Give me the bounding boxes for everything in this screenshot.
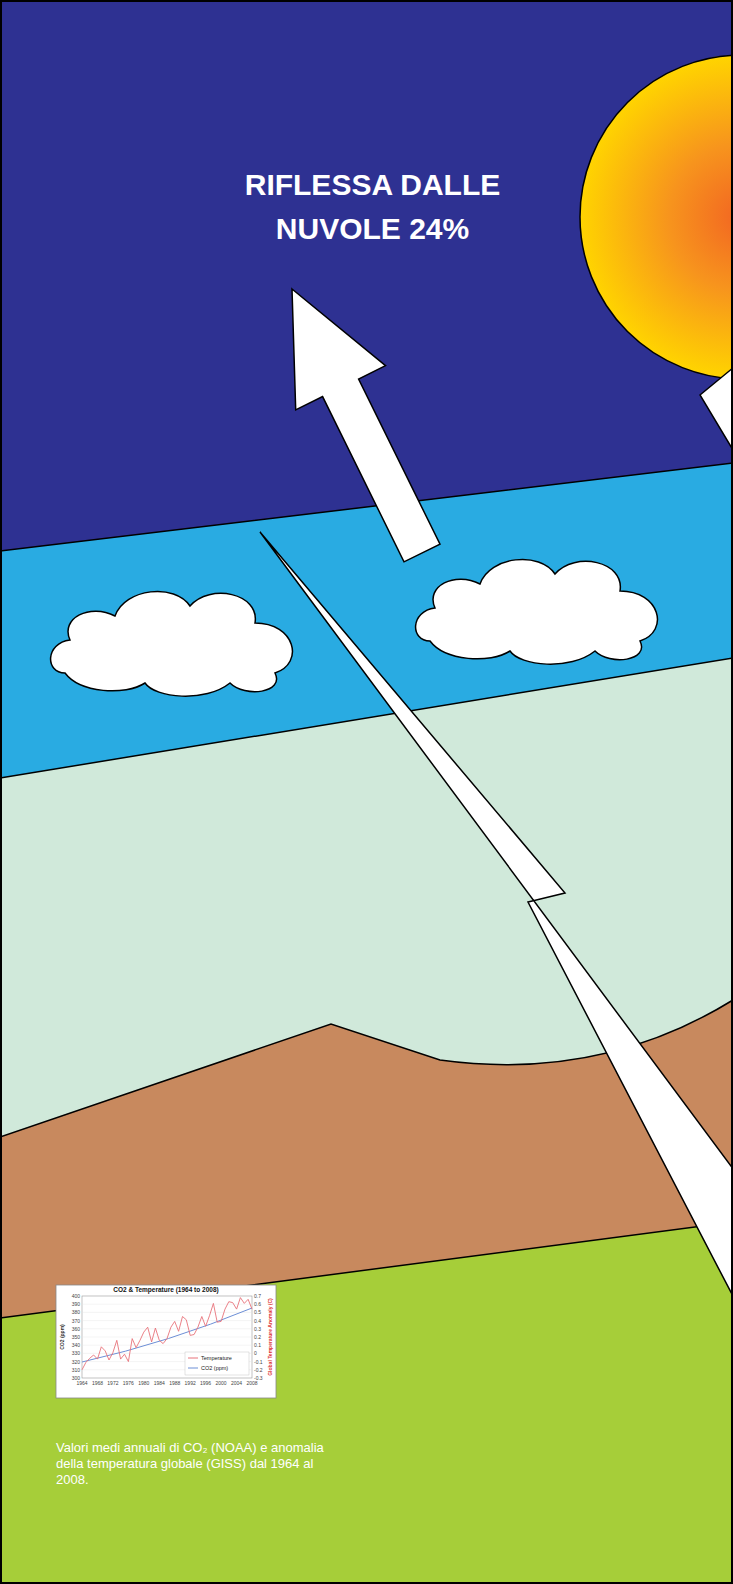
legend-text: Temperature <box>201 1355 232 1361</box>
temperature-line <box>82 1298 252 1370</box>
axis-tick: 0.7 <box>254 1293 268 1299</box>
axis-tick: 0.4 <box>254 1318 268 1324</box>
axis-tick: 1972 <box>105 1380 121 1386</box>
axis-tick: 0 <box>254 1350 268 1356</box>
axis-tick: 1980 <box>136 1380 152 1386</box>
axis-title: CO2 (ppm) <box>59 1307 65 1367</box>
sun <box>580 55 733 379</box>
chart-inset <box>56 1285 276 1398</box>
axis-tick: 2004 <box>229 1380 245 1386</box>
axis-tick: 0.3 <box>254 1326 268 1332</box>
reflected-arrow <box>292 289 440 562</box>
legend-text: CO2 (ppm) <box>201 1365 228 1371</box>
axis-tick: 0.1 <box>254 1342 268 1348</box>
cloud <box>51 591 293 696</box>
air-band <box>0 658 733 1584</box>
axis-title: Global Temperature Anomaly (C) <box>267 1292 273 1382</box>
axis-tick: 380 <box>60 1309 80 1315</box>
axis-tick: 1992 <box>182 1380 198 1386</box>
axis-tick: -0.1 <box>254 1359 268 1365</box>
axis-tick: 330 <box>60 1350 80 1356</box>
axis-tick: 1968 <box>89 1380 105 1386</box>
axis-tick: 0.2 <box>254 1334 268 1340</box>
axis-tick: -0.2 <box>254 1367 268 1373</box>
axis-tick: 390 <box>60 1301 80 1307</box>
axis-tick: 370 <box>60 1318 80 1324</box>
axis-tick: 1964 <box>74 1380 90 1386</box>
mountain <box>0 1000 733 1584</box>
arrow-label: RIFLESSA DALLE NUVOLE 24% <box>230 163 515 251</box>
caption: Valori medi annuali di CO₂ (NOAA) e anom… <box>56 1440 346 1488</box>
axis-tick: 310 <box>60 1367 80 1373</box>
axis-tick: 1976 <box>120 1380 136 1386</box>
legend-sample <box>188 1358 198 1359</box>
axis-tick: 1996 <box>198 1380 214 1386</box>
axis-tick: 400 <box>60 1293 80 1299</box>
cloud <box>416 559 658 664</box>
axis-tick: 320 <box>60 1359 80 1365</box>
outgoing-arrow <box>260 532 733 1302</box>
legend-sample <box>188 1368 198 1369</box>
axis-tick: 1988 <box>167 1380 183 1386</box>
axis-tick: 0.5 <box>254 1309 268 1315</box>
axis-tick: 0.6 <box>254 1301 268 1307</box>
axis-tick: 1984 <box>151 1380 167 1386</box>
ground <box>0 1222 733 1584</box>
axis-tick: 2000 <box>213 1380 229 1386</box>
chart-title: CO2 & Temperature (1964 to 2008) <box>56 1286 276 1294</box>
incoming-arrow <box>700 358 733 470</box>
axis-tick: 2008 <box>244 1380 260 1386</box>
